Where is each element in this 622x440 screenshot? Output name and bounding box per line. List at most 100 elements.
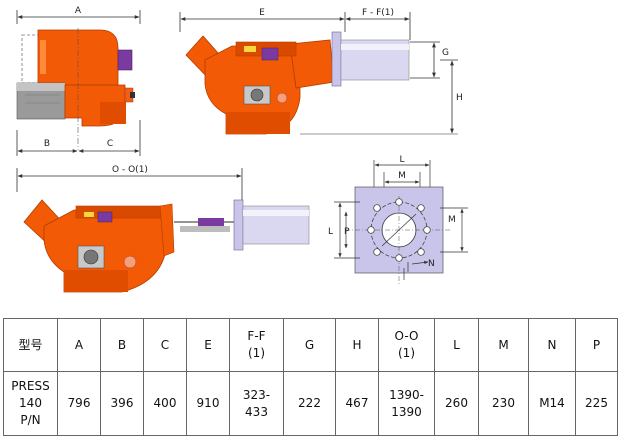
dim-h-label: H xyxy=(456,93,463,103)
table-header-cell: F-F (1) xyxy=(229,318,284,372)
flange-bolt-hole xyxy=(395,198,403,206)
dim-oo-label: O - O(1) xyxy=(112,165,148,175)
side-sight-glass xyxy=(276,92,288,104)
front-fan-housing xyxy=(37,29,119,86)
table-cell-text: 222 xyxy=(298,396,321,410)
long-label-plate xyxy=(84,212,94,217)
table-cell: 230 xyxy=(478,371,529,436)
table-cell: 910 xyxy=(186,371,230,436)
flange-bolt-hole xyxy=(423,226,431,234)
table-header-cell-text: (1) xyxy=(248,346,265,360)
table-header-cell-text: O-O xyxy=(394,329,419,343)
table-header-cell: B xyxy=(100,318,144,372)
table-cell-text: 1390- xyxy=(389,387,424,402)
dim-g-label: G xyxy=(442,48,449,58)
long-base xyxy=(64,270,128,292)
table-cell-text: 230 xyxy=(492,396,515,410)
table-header-cell-text: N xyxy=(547,337,557,352)
table-header-cell-text: F-F xyxy=(247,329,266,343)
table-cell: 323- 433 xyxy=(229,371,284,436)
table-cell-text: M14 xyxy=(539,396,565,410)
table-header-cell: O-O (1) xyxy=(378,318,435,372)
table-cell-text: 260 xyxy=(445,396,468,410)
flange-bolt-hole xyxy=(373,204,381,212)
flange-bolt-hole xyxy=(367,226,375,234)
flange-bolt-hole xyxy=(417,248,425,256)
long-side-view: O - O(1) xyxy=(16,165,310,293)
table-header-cell-text: M xyxy=(498,337,509,352)
front-view: A B C xyxy=(16,6,141,156)
table-cell: M14 xyxy=(528,371,576,436)
dim-flange-l-side-label: L xyxy=(328,227,333,237)
front-pump-fitting xyxy=(130,92,135,98)
table-header-cell: 型号 xyxy=(3,318,58,372)
long-valve xyxy=(97,211,113,223)
table-cell-text: 140 xyxy=(19,396,42,410)
side-view: E F - F(1) G H xyxy=(179,8,463,135)
table-header-cell: C xyxy=(143,318,187,372)
dim-b-label: B xyxy=(44,139,50,149)
table-header-cell: G xyxy=(283,318,336,372)
side-neck xyxy=(289,39,335,89)
table-header-cell: A xyxy=(57,318,101,372)
table-header-cell-text: G xyxy=(304,337,315,352)
side-motor-hub xyxy=(250,88,264,102)
table-header-cell: M xyxy=(478,318,529,372)
dim-flange-n-line xyxy=(411,260,429,265)
table-header-cell-text: (1) xyxy=(398,346,415,360)
front-housing-highlight xyxy=(40,40,46,74)
table-header-cell-text: C xyxy=(160,337,170,352)
side-label-plate xyxy=(244,46,256,52)
table-header-cell-text: P xyxy=(592,337,601,352)
side-valve xyxy=(261,47,279,61)
table-cell: 1390-1390 xyxy=(378,371,435,436)
table-header-cell: N xyxy=(528,318,576,372)
dim-ff-label: F - F(1) xyxy=(362,8,394,18)
side-base xyxy=(226,112,290,134)
table-header-cell: E xyxy=(186,318,230,372)
table-cell-text: P/N xyxy=(20,413,41,427)
side-flange xyxy=(331,31,342,87)
table-cell-text: 433 xyxy=(245,404,268,419)
front-lower-panel xyxy=(100,102,126,124)
side-blast-tube-highlight xyxy=(341,44,409,50)
dim-flange-l-top-label: L xyxy=(399,155,404,165)
table-header-cell: P xyxy=(575,318,618,372)
table-cell-text: 796 xyxy=(67,396,91,410)
dim-flange-p-label: P xyxy=(344,227,350,237)
table-cell-text: 400 xyxy=(153,396,177,410)
table-header-cell-text: A xyxy=(74,337,84,352)
table-header-cell: L xyxy=(434,318,479,372)
long-sight-glass xyxy=(123,255,137,269)
table-cell: 400 xyxy=(143,371,187,436)
dim-c-label: C xyxy=(107,139,113,149)
dim-flange-n-label: N xyxy=(428,259,435,269)
burner-dimension-drawing: A B C E F - F xyxy=(16,6,468,293)
long-motor-hub xyxy=(83,249,99,265)
flange-view: L M L P M N xyxy=(328,155,468,285)
table-header-cell-text: H xyxy=(352,337,362,352)
long-flange xyxy=(233,199,244,251)
table-header-cell: H xyxy=(335,318,379,372)
table-cell-text: 396 xyxy=(110,396,134,410)
dim-flange-m-top-label: M xyxy=(398,171,406,181)
long-slide xyxy=(180,226,230,232)
dim-flange-m-side-label: M xyxy=(448,215,456,225)
table-cell: 222 xyxy=(283,371,336,436)
table-header-cell-text: B xyxy=(117,337,127,352)
table-cell-text: PRESS xyxy=(11,379,50,393)
dim-a-label: A xyxy=(75,6,82,16)
front-motor-highlight xyxy=(17,83,65,91)
flange-bolt-hole xyxy=(417,204,425,212)
long-actuator xyxy=(198,218,224,226)
flange-bolt-hole xyxy=(373,248,381,256)
table-header-cell-text: E xyxy=(204,337,212,352)
table-cell-text: 323- xyxy=(242,387,271,402)
table-cell-text: 467 xyxy=(345,396,369,410)
front-valve xyxy=(117,49,133,71)
table-cell: 467 xyxy=(335,371,379,436)
table-cell-text: 910 xyxy=(196,396,220,410)
